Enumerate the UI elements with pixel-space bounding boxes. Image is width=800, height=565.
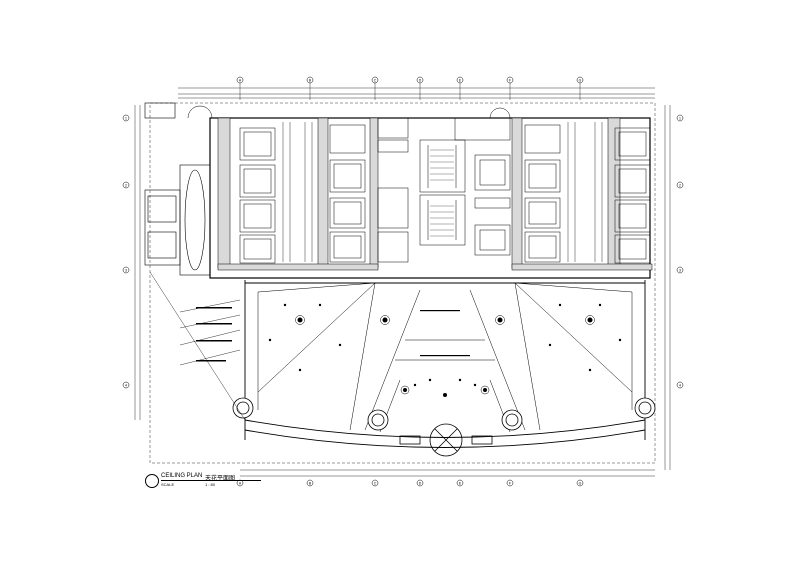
top-dimension-lines	[178, 80, 655, 100]
drawing-title-block: CEILING PLAN 天花平面图 SCALE 1 : 80	[145, 472, 275, 496]
side-grid-bubbles	[122, 114, 684, 389]
drawing-title-cn: 天花平面图	[205, 476, 236, 482]
right-suite-rooms	[524, 124, 651, 264]
side-dimension-lines	[134, 105, 671, 470]
annotation-leaders	[149, 271, 246, 421]
grid-label-top: D	[419, 78, 422, 82]
grid-label-top: E	[459, 78, 462, 82]
drawing-title: CEILING PLAN	[161, 473, 203, 479]
scale-value: 1 : 80	[205, 482, 216, 487]
left-corridor	[282, 122, 313, 262]
sheet-reference-bubble	[145, 474, 159, 488]
title-underline	[161, 480, 261, 481]
structural-columns	[232, 397, 656, 431]
annotation-text-bars	[196, 307, 470, 362]
grid-label-bottom: A	[239, 481, 242, 485]
right-corridor	[567, 122, 603, 262]
feature-light-rings	[295, 315, 595, 395]
grid-label-bottom: C	[374, 481, 377, 485]
left-suite-rooms	[239, 124, 366, 264]
grid-label-right: 4	[679, 383, 681, 387]
grid-label-top: F	[509, 78, 511, 82]
grid-label-right: 1	[679, 116, 681, 120]
grid-label-right: 2	[679, 183, 681, 187]
wall-hatching	[217, 117, 653, 271]
grid-label-bottom: G	[579, 481, 582, 485]
scale-label: SCALE	[161, 482, 175, 487]
grid-label-left: 2	[125, 183, 127, 187]
grid-label-top: B	[309, 78, 312, 82]
grid-label-top: C	[374, 78, 377, 82]
lobby-hall	[244, 280, 646, 448]
entry-doors	[187, 105, 511, 119]
grid-label-left: 4	[125, 383, 127, 387]
top-grid-bubbles	[236, 76, 584, 84]
grid-label-left: 3	[125, 268, 127, 272]
grid-label-right: 3	[679, 268, 681, 272]
grid-label-bottom: E	[459, 481, 462, 485]
building-walls	[209, 117, 651, 279]
center-core	[377, 117, 511, 263]
ceiling-coffer-lines	[257, 282, 633, 433]
bottom-dimension-lines	[240, 469, 655, 477]
grid-label-left: 1	[125, 116, 127, 120]
ceiling-lights	[268, 303, 622, 397]
stair-treads	[430, 149, 454, 237]
grid-label-bottom: F	[509, 481, 511, 485]
left-wing	[144, 102, 211, 276]
site-boundary	[149, 102, 656, 464]
grid-label-bottom: D	[419, 481, 422, 485]
revolving-door	[399, 423, 493, 457]
grid-label-top: G	[579, 78, 582, 82]
bottom-grid-bubbles	[236, 479, 584, 487]
grid-label-top: A	[239, 78, 242, 82]
grid-label-bottom: B	[309, 481, 312, 485]
